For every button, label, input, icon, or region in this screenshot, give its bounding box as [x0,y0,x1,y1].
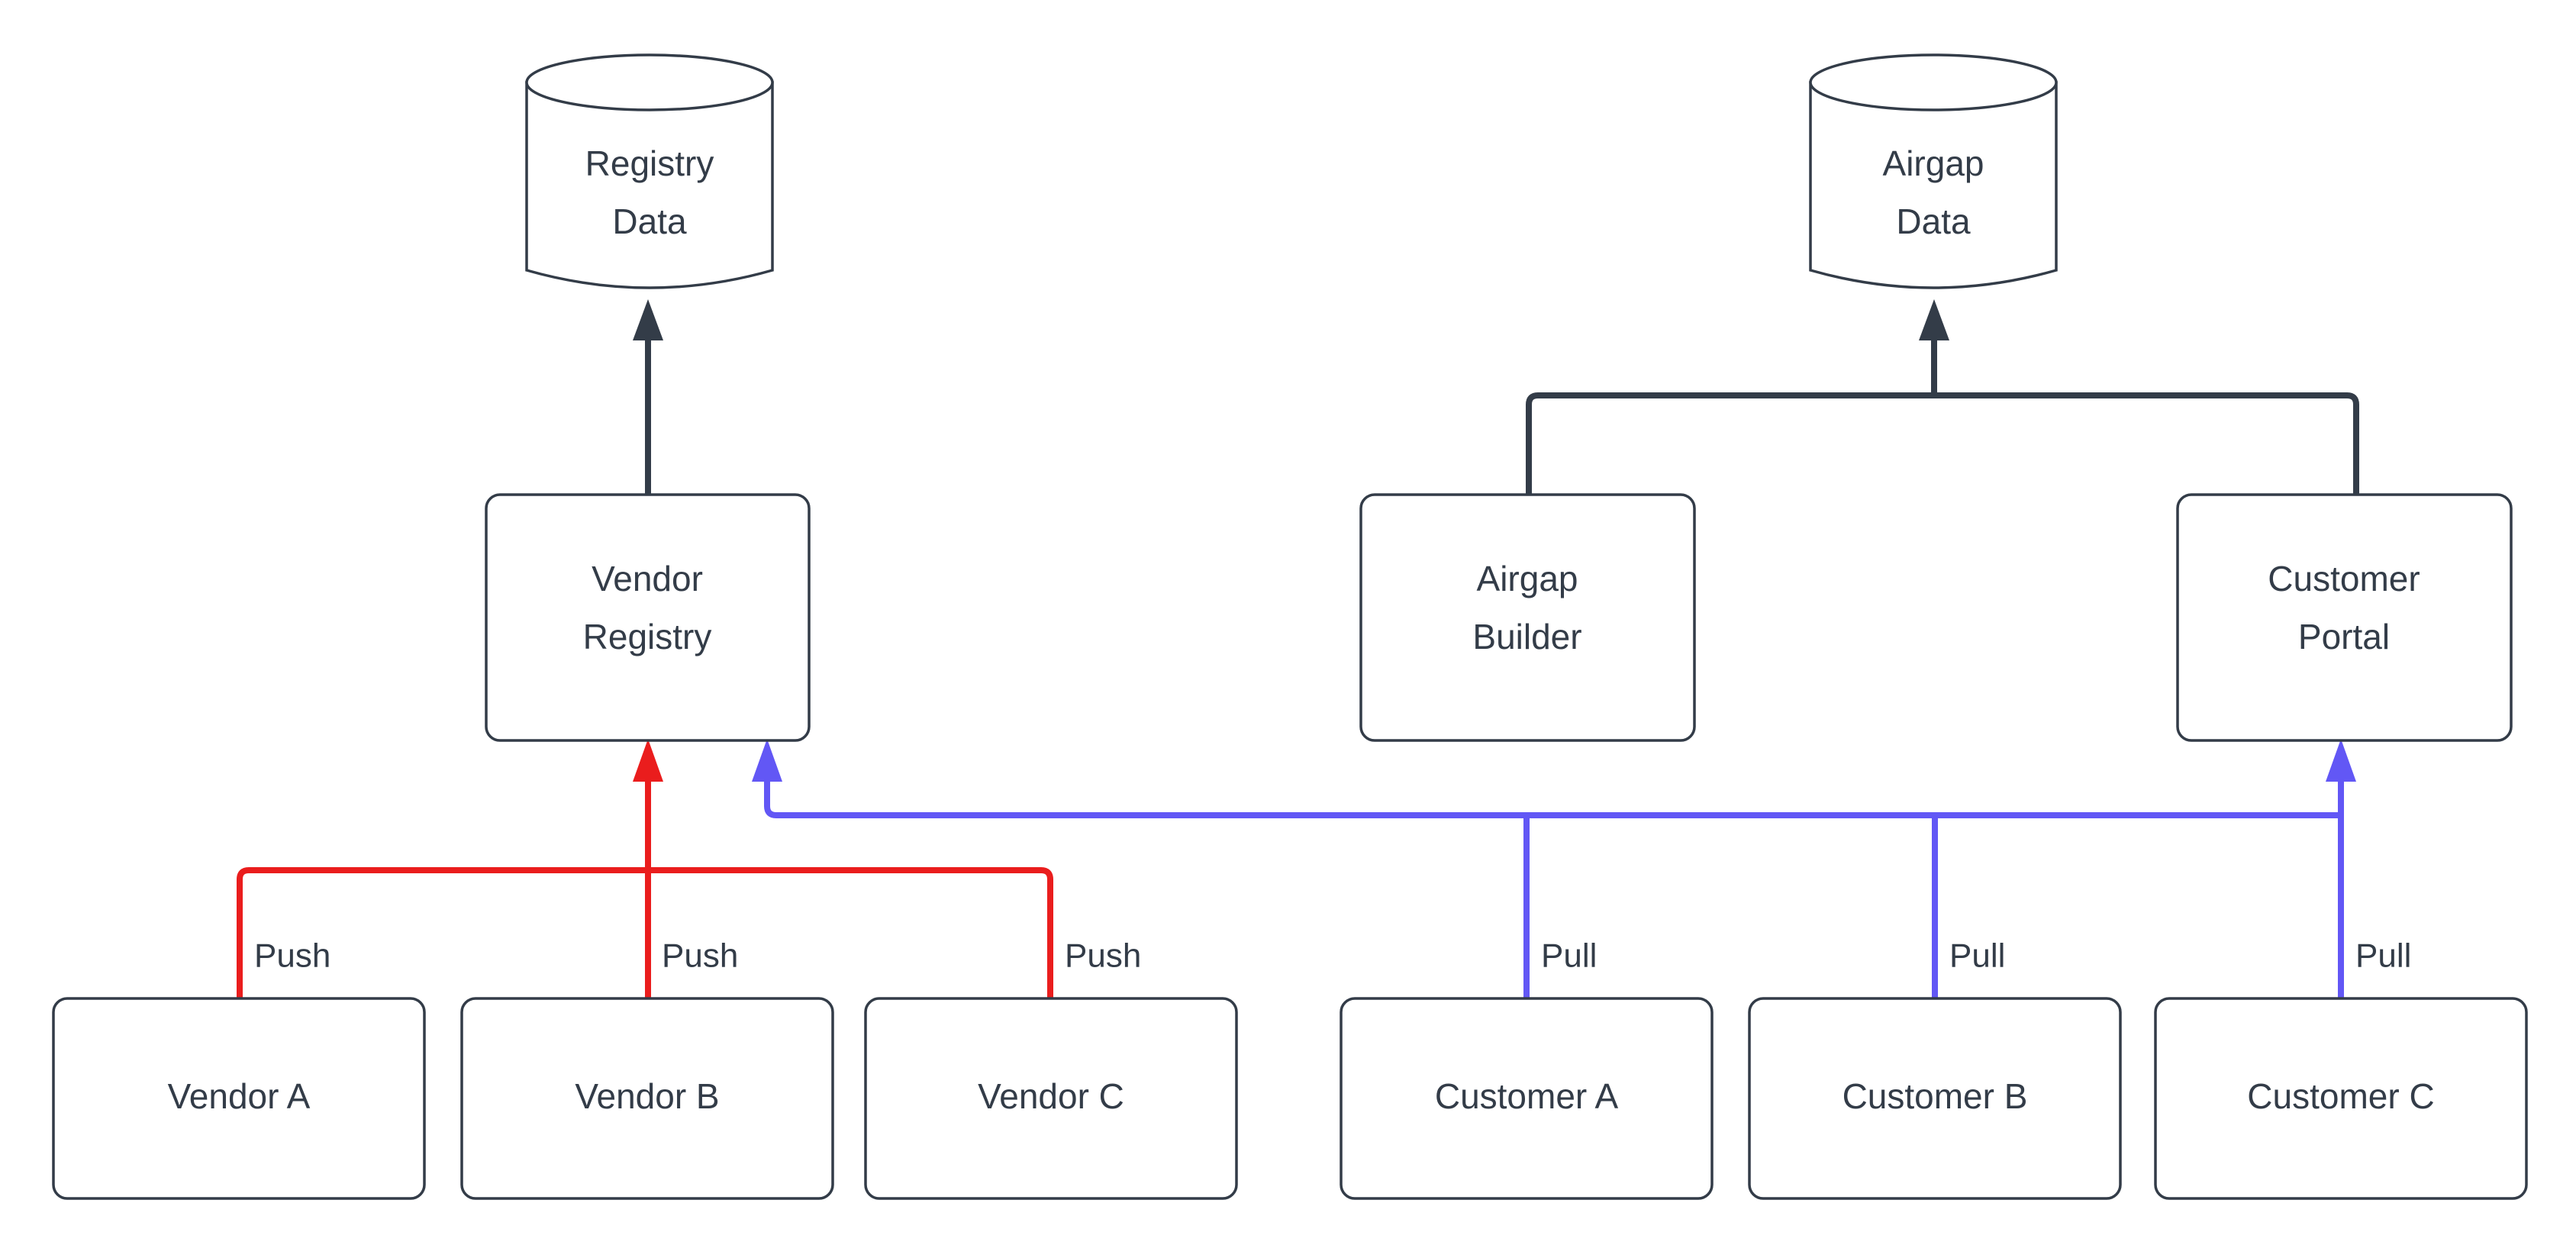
customer-b-label: Customer B [1843,1076,2028,1116]
arrow-head-up-icon [633,299,663,340]
airgap-data-label-line2: Data [1896,202,1971,241]
customer-portal-label-line2: Portal [2298,617,2390,656]
edge-vendors-push-to-vendor-registry [237,739,1053,998]
node-customer-a[interactable]: Customer A [1340,997,1714,1200]
node-vendor-a[interactable]: Vendor A [52,997,426,1200]
box-shape [864,997,1238,1200]
box-shape [460,997,834,1200]
node-customer-c[interactable]: Customer C [2154,997,2528,1200]
node-vendor-registry[interactable]: Vendor Registry [485,493,811,742]
customer-a-label: Customer A [1435,1076,1619,1116]
edge-label-push-vendor-c: Push [1065,937,1141,975]
pull-bus-left-elbow [764,771,2341,818]
registry-data-label-line2: Data [612,202,687,241]
edge-label-pull-customer-c: Pull [2355,937,2411,975]
edge-label-pull-customer-a: Pull [1541,937,1597,975]
edge-label-push-vendor-b: Push [662,937,738,975]
vendor-registry-label-line2: Registry [583,617,712,656]
cylinder-body [1809,81,2058,289]
cylinder-top-ellipse [1809,53,2058,111]
cylinder-top-ellipse [525,53,774,111]
airgap-builder-label-line1: Airgap [1477,559,1578,598]
vendor-b-label: Vendor B [575,1076,719,1116]
box-shape [485,493,811,742]
arrow-head-up-icon [633,739,663,782]
node-airgap-data[interactable]: Airgap Data [1809,53,2058,289]
node-vendor-b[interactable]: Vendor B [460,997,834,1200]
airgap-builder-label-line2: Builder [1472,617,1581,656]
arrow-head-up-icon [2326,739,2356,782]
box-shape [2154,997,2528,1200]
node-customer-b[interactable]: Customer B [1748,997,2122,1200]
node-airgap-builder[interactable]: Airgap Builder [1359,493,1696,742]
arrow-head-up-icon [752,739,782,782]
box-shape [1359,493,1696,742]
vendor-a-label: Vendor A [168,1076,311,1116]
box-shape [2176,493,2513,742]
edge-customers-pull-bus [752,739,2356,998]
node-vendor-c[interactable]: Vendor C [864,997,1238,1200]
airgap-data-label-line1: Airgap [1883,144,1984,183]
customer-c-label: Customer C [2247,1076,2434,1116]
edge-label-push-vendor-a: Push [254,937,330,975]
edge-vendor-registry-to-registry-data [633,299,663,495]
box-shape [1748,997,2122,1200]
node-customer-portal[interactable]: Customer Portal [2176,493,2513,742]
cylinder-body [525,81,774,289]
box-shape [1340,997,1714,1200]
customer-portal-label-line1: Customer [2268,559,2420,598]
vendor-c-label: Vendor C [978,1076,1124,1116]
box-shape [52,997,426,1200]
vendor-registry-label-line1: Vendor [592,559,703,598]
edge-label-pull-customer-b: Pull [1949,937,2005,975]
edge-bracket [1526,392,2359,495]
node-registry-data[interactable]: Registry Data [525,53,774,289]
arrow-head-up-icon [1919,299,1949,340]
edge-airgap-sources-to-airgap-data [1526,299,2359,495]
registry-data-label-line1: Registry [585,144,714,183]
